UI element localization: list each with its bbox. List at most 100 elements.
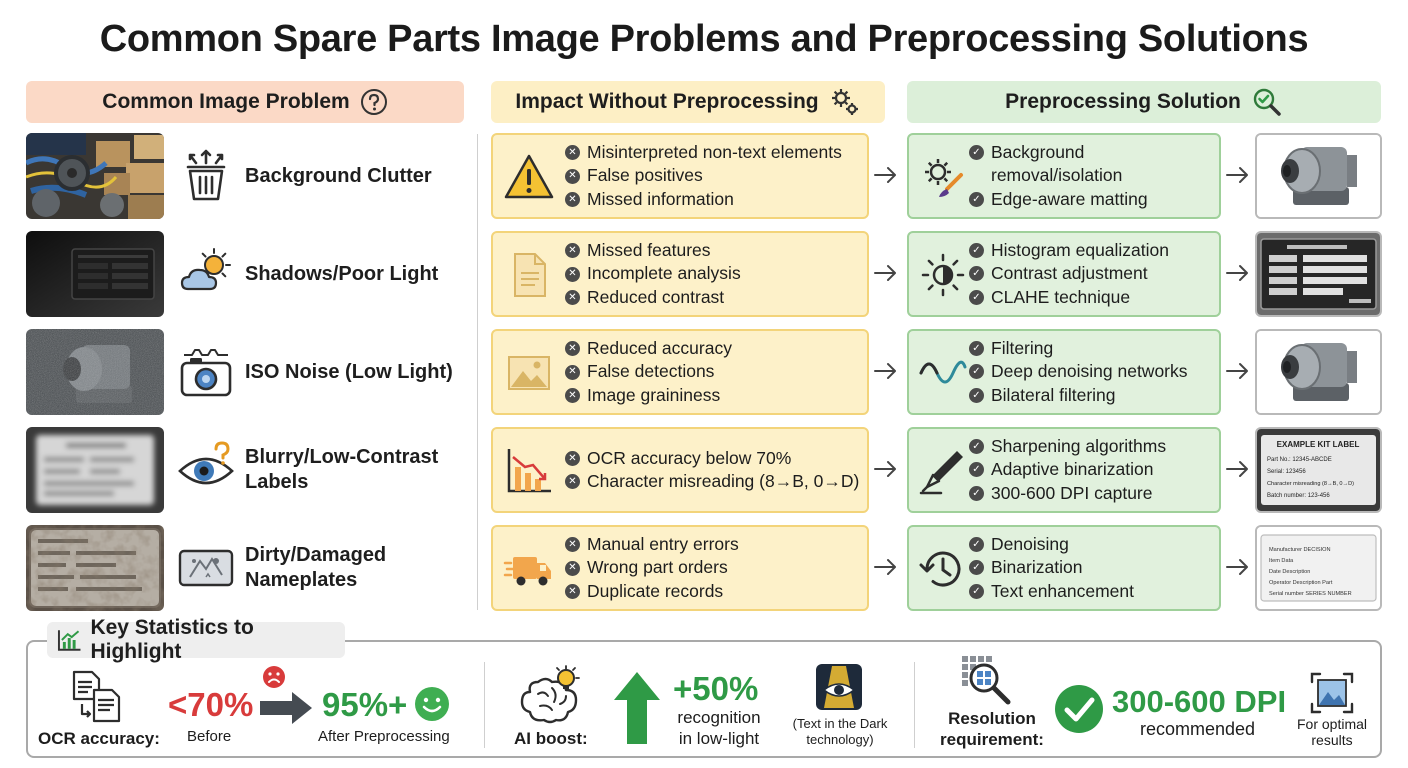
problem-label: ISO Noise (Low Light)	[245, 360, 453, 383]
eye-spotlight-icon	[816, 664, 862, 710]
dirty-nameplate-photo	[26, 525, 164, 611]
impact-item: ✕Manual entry errors	[565, 533, 865, 557]
impact-item: ✕Reduced contrast	[565, 286, 865, 310]
x-circle-icon: ✕	[565, 341, 580, 356]
solution-item: ✓Bilateral filtering	[969, 384, 1219, 408]
problem-row-background-clutter: Background Clutter ✕Misinterpreted non-t…	[0, 133, 1408, 219]
impact-box: ✕Missed features ✕Incomplete analysis ✕R…	[491, 231, 869, 317]
impact-item: ✕False detections	[565, 360, 865, 384]
magnifier-check-icon	[1253, 88, 1281, 116]
basket-icon	[186, 149, 226, 201]
x-circle-icon: ✕	[565, 450, 580, 466]
contrast-icon	[921, 253, 965, 297]
solution-item: ✓Filtering	[969, 337, 1219, 361]
impact-box: ✕Misinterpreted non-text elements ✕False…	[491, 133, 869, 219]
problem-label: Dirty/Damaged Nameplates	[245, 544, 387, 591]
impact-list: ✕Reduced accuracy ✕False detections ✕Ima…	[565, 331, 865, 413]
x-circle-icon: ✕	[565, 474, 580, 490]
solution-box: ✓Filtering ✓Deep denoising networks ✓Bil…	[907, 329, 1221, 415]
pen-sharpen-icon	[919, 451, 963, 495]
check-circle-large-icon	[1055, 685, 1103, 733]
solution-list: ✓Denoising ✓Binarization ✓Text enhanceme…	[969, 527, 1219, 609]
arrow-right-icon	[1226, 167, 1248, 183]
clean-plate-line-2: Item Data	[1269, 558, 1294, 564]
sharp-label-line-2: Part No.: 12345-ABCDE	[1267, 457, 1332, 463]
ocr-before-value: <70%	[168, 686, 254, 723]
clean-plate-line-5: Serial number SERIES NUMBER	[1269, 591, 1352, 597]
check-circle-icon: ✓	[969, 144, 984, 160]
check-circle-icon: ✓	[969, 242, 984, 258]
history-restore-icon	[919, 551, 961, 587]
solution-list: ✓Sharpening algorithms ✓Adaptive binariz…	[969, 429, 1219, 511]
key-statistics-title: Key Statistics to Highlight	[90, 616, 254, 663]
ai-boost-value: +50%	[673, 670, 759, 707]
stats-divider	[484, 662, 485, 748]
delivery-truck-icon	[503, 557, 551, 586]
impact-column-header: Impact Without Preprocessing	[491, 81, 885, 123]
ai-boost-label: AI boost:	[514, 729, 588, 748]
check-circle-icon: ✓	[969, 583, 984, 599]
solution-item: ✓Histogram equalization	[969, 239, 1219, 263]
solution-item: ✓CLAHE technique	[969, 286, 1219, 310]
noisy-part-photo	[26, 329, 164, 415]
impact-item: ✕Reduced accuracy	[565, 337, 865, 361]
problem-header-label: Common Image Problem	[102, 90, 350, 113]
check-circle-icon: ✓	[969, 560, 984, 576]
check-circle-icon: ✓	[969, 462, 984, 478]
denoised-part-photo	[1255, 329, 1382, 415]
ocr-accuracy-label: OCR accuracy:	[38, 729, 160, 748]
text-in-dark-line2: technology)	[806, 732, 874, 747]
sharp-label-line-3: Serial: 123456	[1267, 469, 1306, 475]
document-icon	[514, 253, 546, 297]
damaged-card-icon	[178, 549, 234, 587]
solution-item: ✓Background removal/isolation	[969, 141, 1219, 188]
impact-box: ✕OCR accuracy below 70% ✕Character misre…	[491, 427, 869, 513]
impact-list: ✕OCR accuracy below 70% ✕Character misre…	[565, 429, 865, 511]
check-circle-icon: ✓	[969, 536, 984, 552]
enhanced-nameplate-photo	[1255, 231, 1382, 317]
sharp-label-line-4: Character misreading (8→B, 0→D)	[1267, 481, 1354, 487]
optimal-results-line1: For optimal	[1296, 716, 1368, 732]
solution-box: ✓Histogram equalization ✓Contrast adjust…	[907, 231, 1221, 317]
impact-item: ✕Incomplete analysis	[565, 262, 865, 286]
impact-item: ✕Image graininess	[565, 384, 865, 408]
solution-item: ✓Adaptive binarization	[969, 458, 1219, 482]
question-icon	[360, 89, 387, 115]
sun-cloud-icon	[180, 248, 231, 291]
impact-list: ✕Manual entry errors ✕Wrong part orders …	[565, 527, 865, 609]
optimal-results-note: For optimal results	[1284, 716, 1380, 748]
impact-header-label: Impact Without Preprocessing	[515, 90, 819, 113]
check-circle-icon: ✓	[969, 289, 984, 305]
check-circle-icon: ✓	[969, 438, 984, 454]
solution-header-label: Preprocessing Solution	[1005, 90, 1241, 113]
solution-item: ✓Deep denoising networks	[969, 360, 1219, 384]
x-circle-icon: ✕	[565, 537, 580, 552]
impact-box: ✕Manual entry errors ✕Wrong part orders …	[491, 525, 869, 611]
brain-bulb-icon	[520, 665, 580, 724]
ocr-after-label: After Preprocessing	[318, 728, 450, 745]
impact-item: ✕Misinterpreted non-text elements	[565, 141, 865, 165]
sharpened-label-photo: EXAMPLE KIT LABEL Part No.: 12345-ABCDE …	[1255, 427, 1382, 513]
solution-list: ✓Histogram equalization ✓Contrast adjust…	[969, 233, 1219, 315]
page-title: Common Spare Parts Image Problems and Pr…	[99, 18, 1309, 60]
solution-item: ✓Binarization	[969, 556, 1219, 580]
impact-list: ✕Misinterpreted non-text elements ✕False…	[565, 135, 865, 217]
check-circle-icon: ✓	[969, 364, 984, 380]
dark-nameplate-photo	[26, 231, 164, 317]
impact-item: ✕Missed information	[565, 188, 865, 212]
warning-icon	[504, 154, 554, 199]
arrow-right-icon	[874, 363, 896, 379]
ocr-after-value: 95%+	[322, 686, 408, 723]
x-circle-icon: ✕	[565, 388, 580, 403]
sad-face-icon	[263, 666, 285, 688]
solution-item: ✓Text enhancement	[969, 580, 1219, 604]
x-circle-icon: ✕	[565, 145, 580, 160]
document-copy-icon	[72, 670, 121, 723]
solution-box: ✓Background removal/isolation ✓Edge-awar…	[907, 133, 1221, 219]
problem-label: Background Clutter	[245, 164, 432, 187]
ai-boost-desc: recognition in low-light	[673, 707, 765, 749]
sharp-label-line-5: Batch number: 123-456	[1267, 493, 1330, 499]
resolution-value: 300-600 DPI	[1112, 684, 1287, 719]
problem-row-iso-noise: ISO Noise (Low Light) ✕Reduced accuracy …	[0, 329, 1408, 415]
wave-icon	[919, 360, 967, 384]
